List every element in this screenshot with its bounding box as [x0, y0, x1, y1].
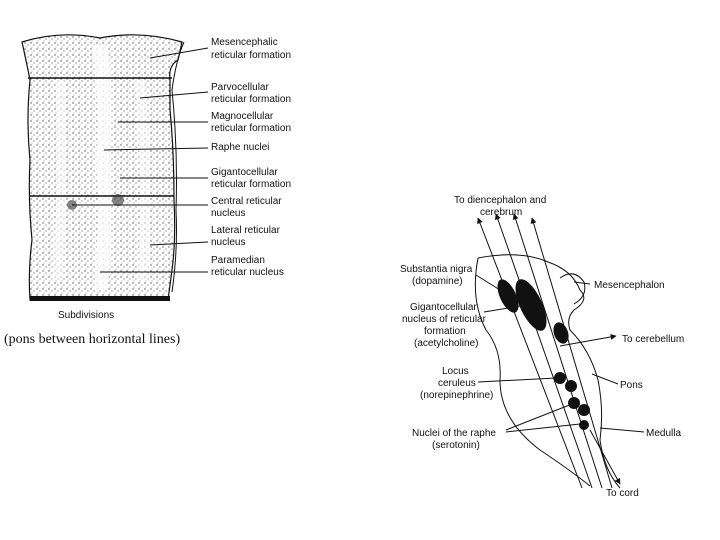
label-parvocellular-2: reticular formation [211, 94, 291, 105]
label-giganto-nucleus-4: (acetylcholine) [414, 338, 478, 349]
label-locus: Locus [442, 366, 469, 377]
raphe-nucleus-3 [579, 420, 589, 430]
label-parvocellular: Parvocellular [211, 82, 269, 93]
label-pons: Pons [620, 380, 643, 391]
label-to-diencephalon: To diencephalon and [454, 195, 546, 206]
raphe-nucleus-2 [578, 404, 590, 416]
label-mesencephalic: Mesencephalic [211, 37, 278, 48]
label-to-cerebellum: To cerebellum [622, 334, 684, 345]
label-central: Central reticular [211, 196, 282, 207]
cerebellar-bump [560, 274, 585, 304]
label-giganto-nucleus: Gigantocellular [410, 302, 477, 313]
label-lateral: Lateral reticular [211, 225, 281, 236]
label-central-2: nucleus [211, 208, 245, 219]
label-magnocellular: Magnocellular [211, 111, 274, 122]
label-raphe-nuclei: Nuclei of the raphe [412, 428, 496, 439]
label-mesencephalic-2: reticular formation [211, 50, 291, 61]
label-giganto-2: reticular formation [211, 179, 291, 190]
label-magnocellular-2: reticular formation [211, 123, 291, 134]
label-giganto: Gigantocellular [211, 167, 278, 178]
label-substantia-nigra-2: (dopamine) [412, 276, 463, 287]
brainstem-section: Mesencephalic reticular formation Parvoc… [4, 35, 291, 347]
label-paramedian: Paramedian [211, 255, 265, 266]
label-to-cord: To cord [606, 488, 639, 499]
label-substantia-nigra: Substantia nigra [400, 264, 473, 275]
label-paramedian-2: reticular nucleus [211, 267, 284, 278]
label-locus-3: (norepinephrine) [420, 390, 493, 401]
label-medulla: Medulla [646, 428, 681, 439]
label-to-diencephalon-2: cerebrum [480, 207, 522, 218]
label-giganto-nucleus-2: nucleus of reticular [402, 314, 487, 325]
label-lateral-2: nucleus [211, 237, 245, 248]
locus-nucleus-2 [565, 380, 577, 392]
pathway-diagram: To diencephalon and cerebrum Substantia … [400, 195, 684, 499]
label-mesencephalon: Mesencephalon [594, 280, 665, 291]
subdivisions-label: Subdivisions [58, 310, 114, 321]
figure-caption: (pons between horizontal lines) [4, 332, 180, 347]
label-locus-2: ceruleus [438, 378, 476, 389]
raphe-nucleus-1 [568, 397, 580, 409]
label-raphe-nuclei-2: (serotonin) [432, 440, 480, 451]
giganto-spot [112, 194, 124, 206]
section-base [30, 296, 170, 301]
label-giganto-nucleus-3: formation [424, 326, 466, 337]
label-raphe: Raphe nuclei [211, 142, 269, 153]
